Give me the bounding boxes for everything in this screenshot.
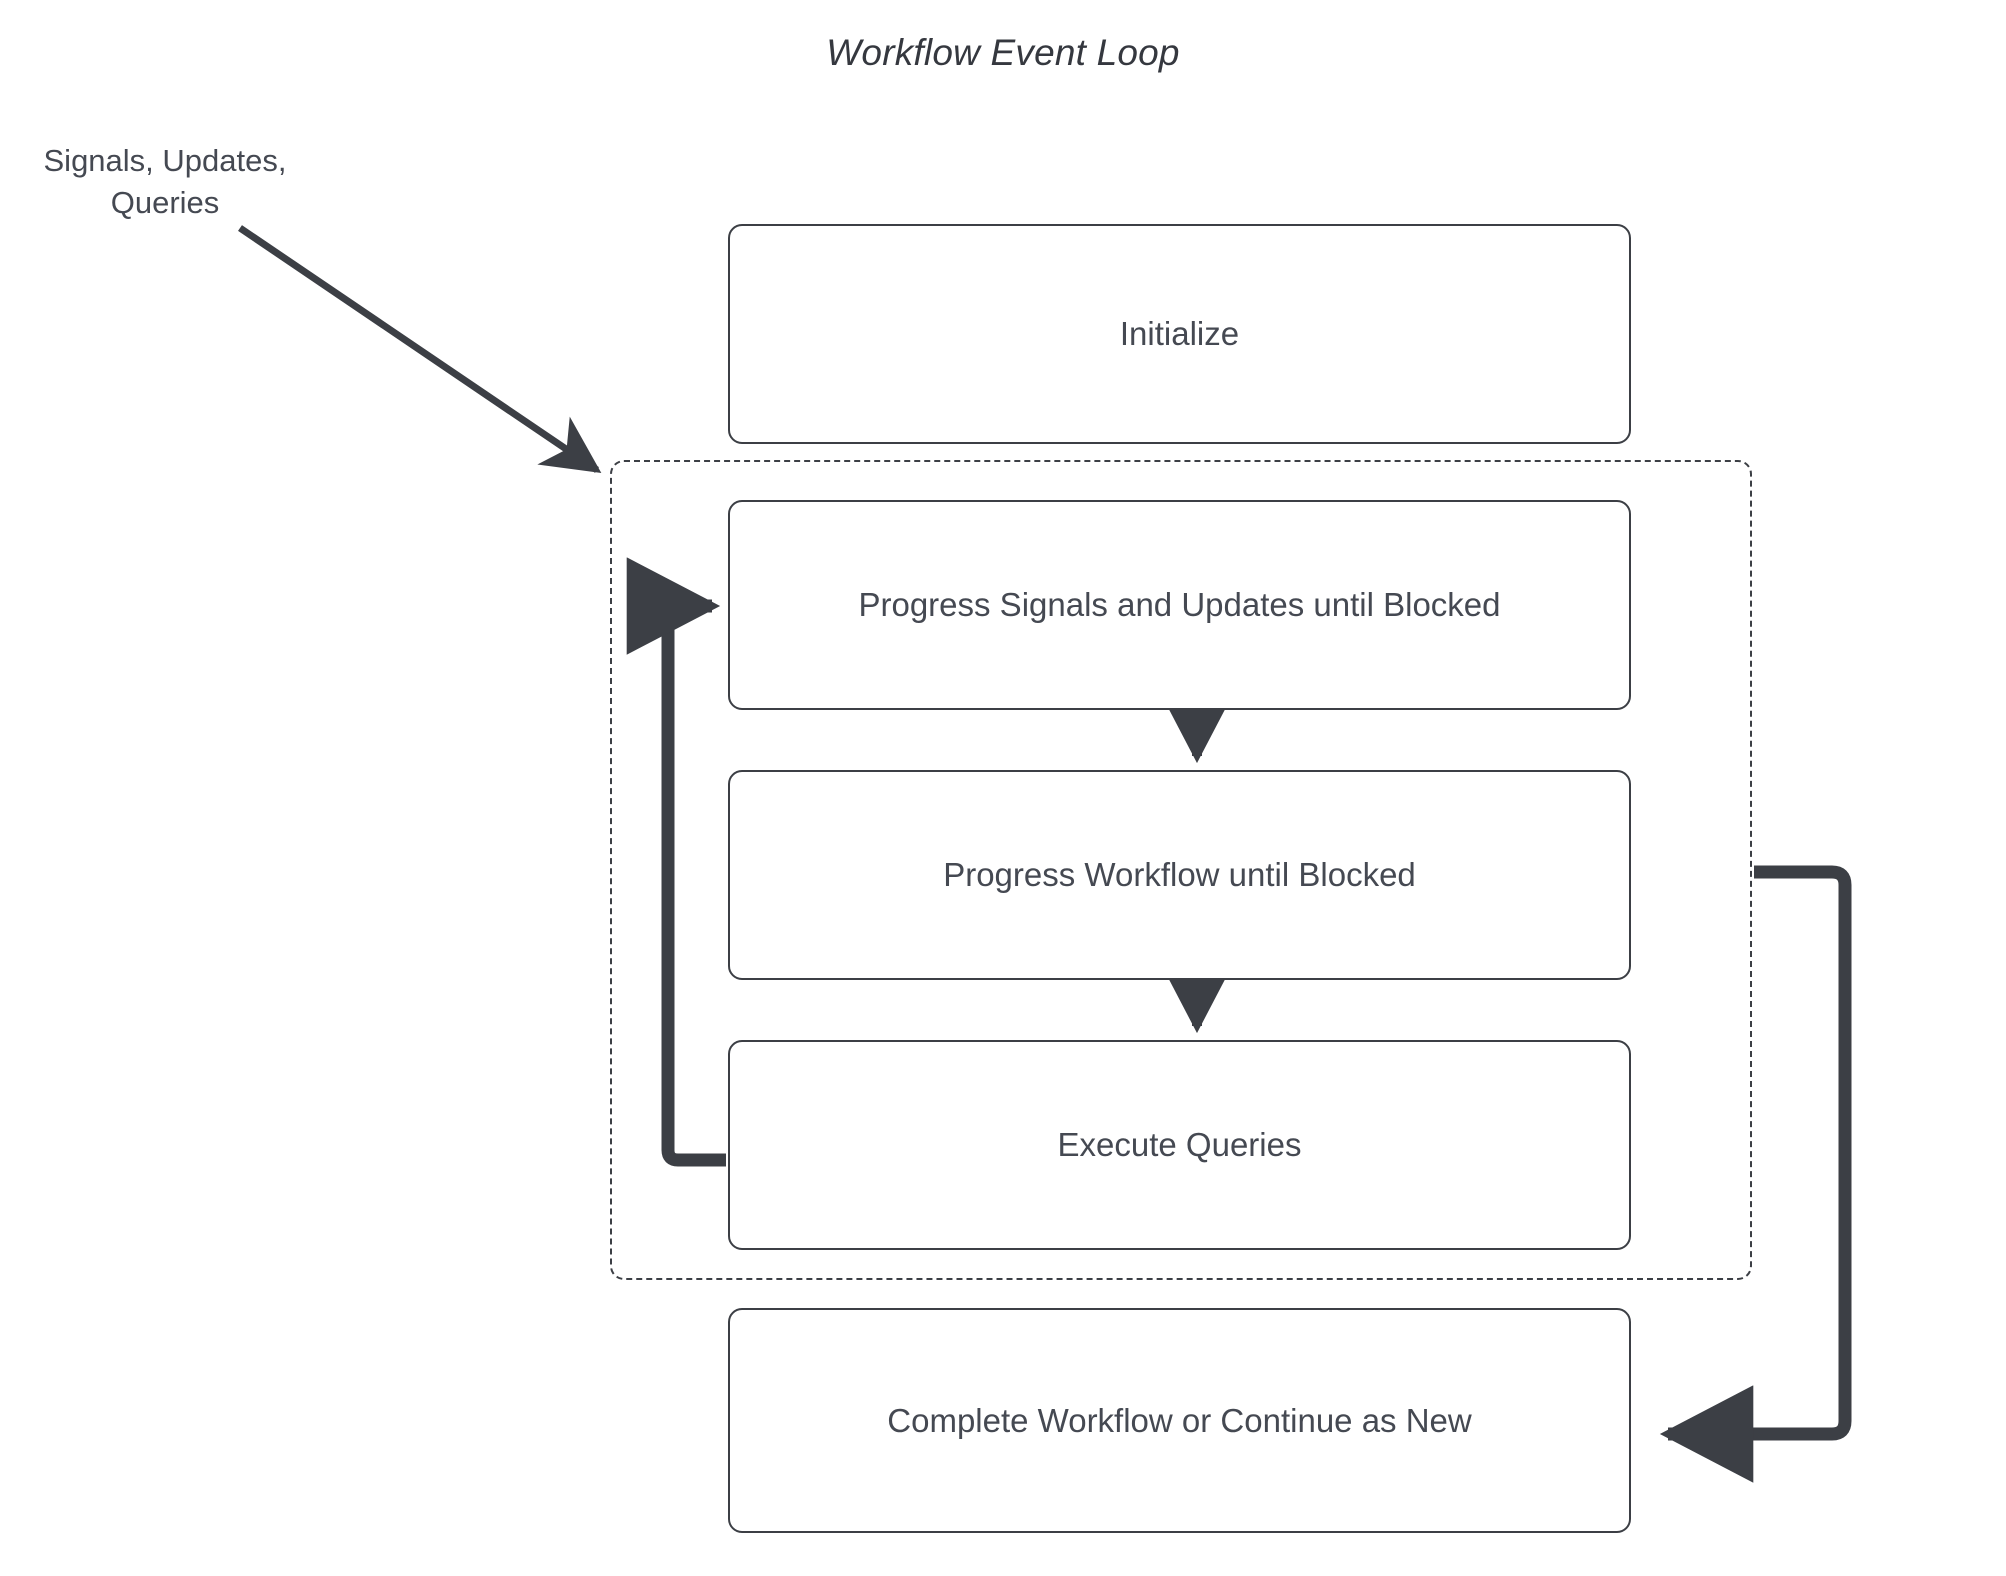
edge-queries-to-signals-loop [626, 557, 726, 1167]
edge-group-to-complete-loop [1659, 865, 1852, 1483]
edge-external-inputs [238, 225, 602, 473]
